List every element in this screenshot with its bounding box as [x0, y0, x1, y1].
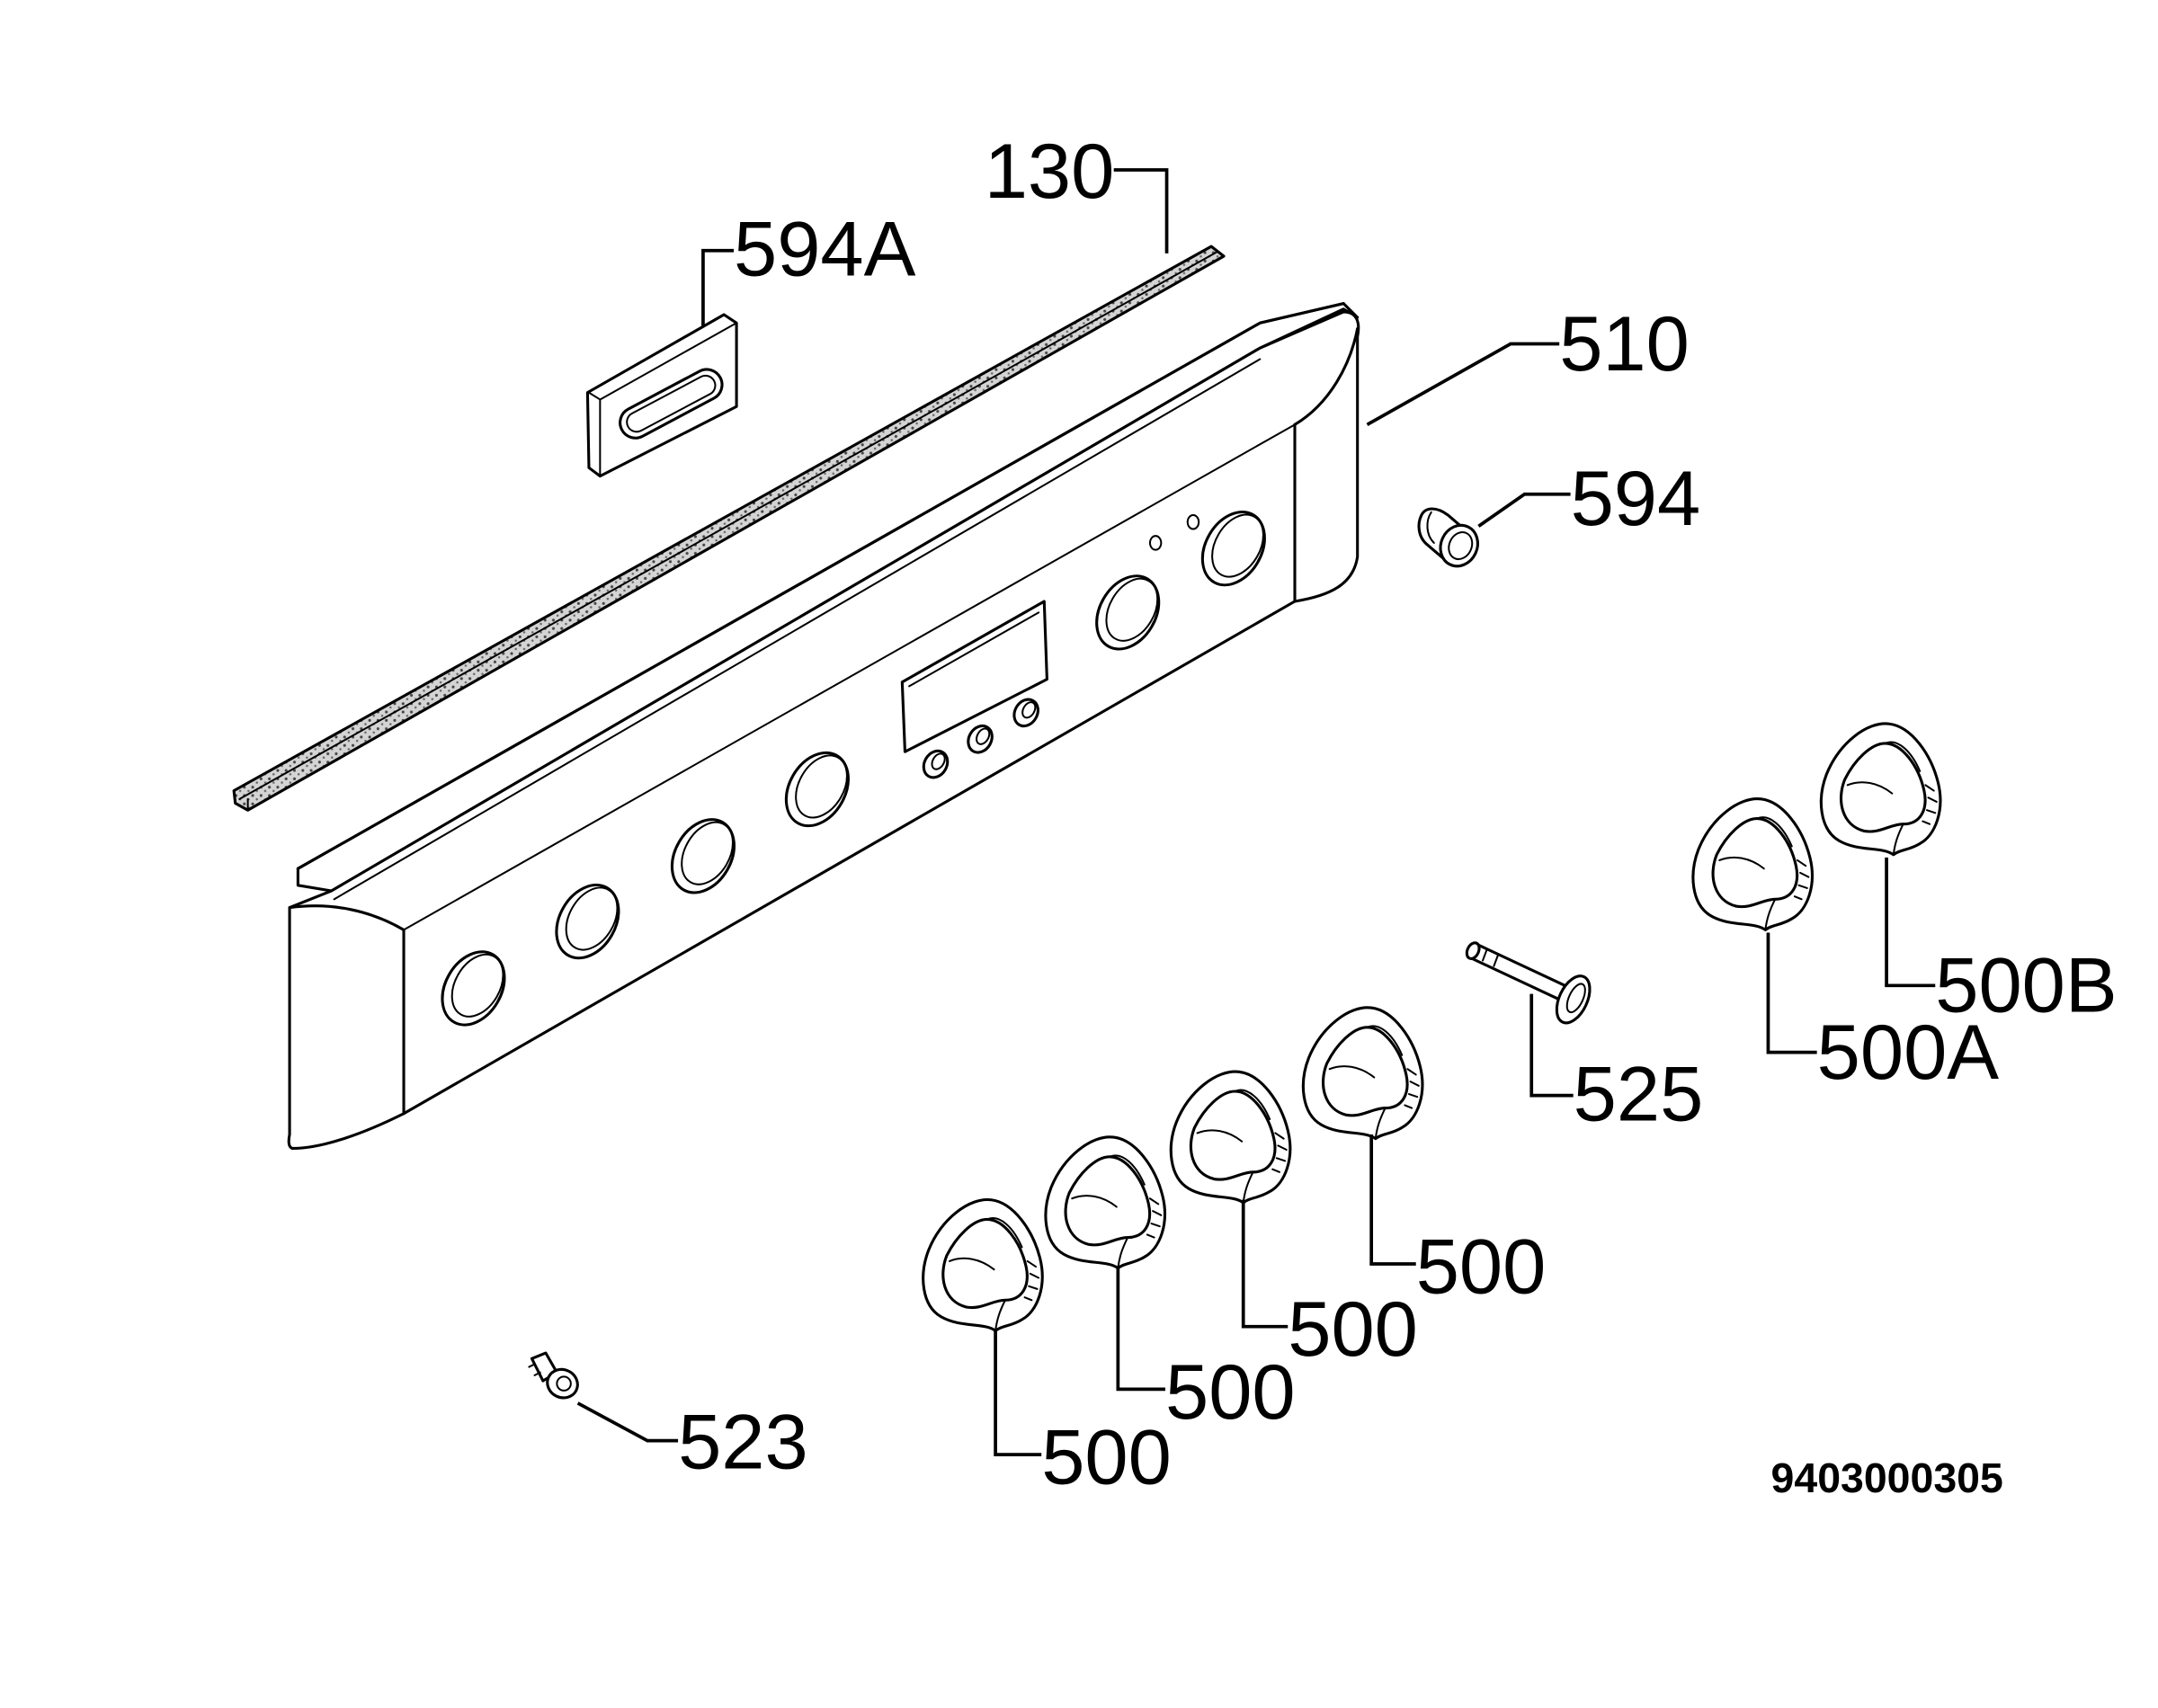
panel-display-window — [900, 600, 1048, 753]
callout-500a: 500A — [1817, 1010, 2000, 1096]
knob-500b — [1819, 722, 1942, 857]
leader-lines — [576, 168, 1936, 1456]
leader-500-2 — [1241, 1199, 1289, 1329]
leader-510 — [1366, 342, 1560, 426]
leader-500-1 — [1369, 1134, 1416, 1266]
leader-594 — [1477, 492, 1571, 528]
knob-500-3 — [1044, 1135, 1166, 1270]
leader-523 — [576, 1401, 679, 1443]
trim-strip — [232, 245, 1226, 812]
knob-500-1 — [1301, 1006, 1424, 1141]
knob-500-2 — [1169, 1070, 1292, 1205]
leader-500b — [1885, 857, 1936, 988]
knob-500-4 — [922, 1197, 1044, 1332]
control-panel — [287, 302, 1360, 1151]
leader-594a — [701, 248, 734, 326]
callout-500b: 500B — [1935, 943, 2117, 1029]
callout-labels: 130 594A 510 594 500B 500A 525 500 500 5… — [678, 129, 2118, 1501]
panel-bracket — [585, 313, 738, 478]
callout-525: 525 — [1574, 1052, 1704, 1138]
callout-500-3: 500 — [1165, 1349, 1296, 1436]
callout-500-1: 500 — [1416, 1224, 1547, 1311]
callout-130: 130 — [985, 129, 1115, 215]
lamp-holder — [1417, 507, 1479, 568]
fixing-clip — [528, 1351, 579, 1400]
callout-523: 523 — [678, 1400, 808, 1486]
panel-knob-holes — [441, 510, 1266, 1027]
leader-525 — [1529, 993, 1574, 1098]
knob-500a — [1691, 797, 1814, 931]
drawing-number: 9403000305 — [1771, 1454, 2003, 1501]
callout-500-4: 500 — [1041, 1415, 1172, 1501]
panel-timer-buttons — [922, 698, 1039, 779]
callout-594a: 594A — [734, 207, 916, 293]
callout-510: 510 — [1559, 301, 1690, 387]
panel-indicator-lamps — [1148, 513, 1200, 551]
callout-594: 594 — [1571, 456, 1701, 542]
knob-spindle — [1465, 941, 1592, 1025]
leader-500a — [1766, 932, 1817, 1054]
leader-500-3 — [1116, 1267, 1165, 1392]
leader-500-4 — [994, 1329, 1042, 1456]
callout-500-2: 500 — [1288, 1286, 1418, 1373]
leader-130 — [1113, 168, 1169, 254]
